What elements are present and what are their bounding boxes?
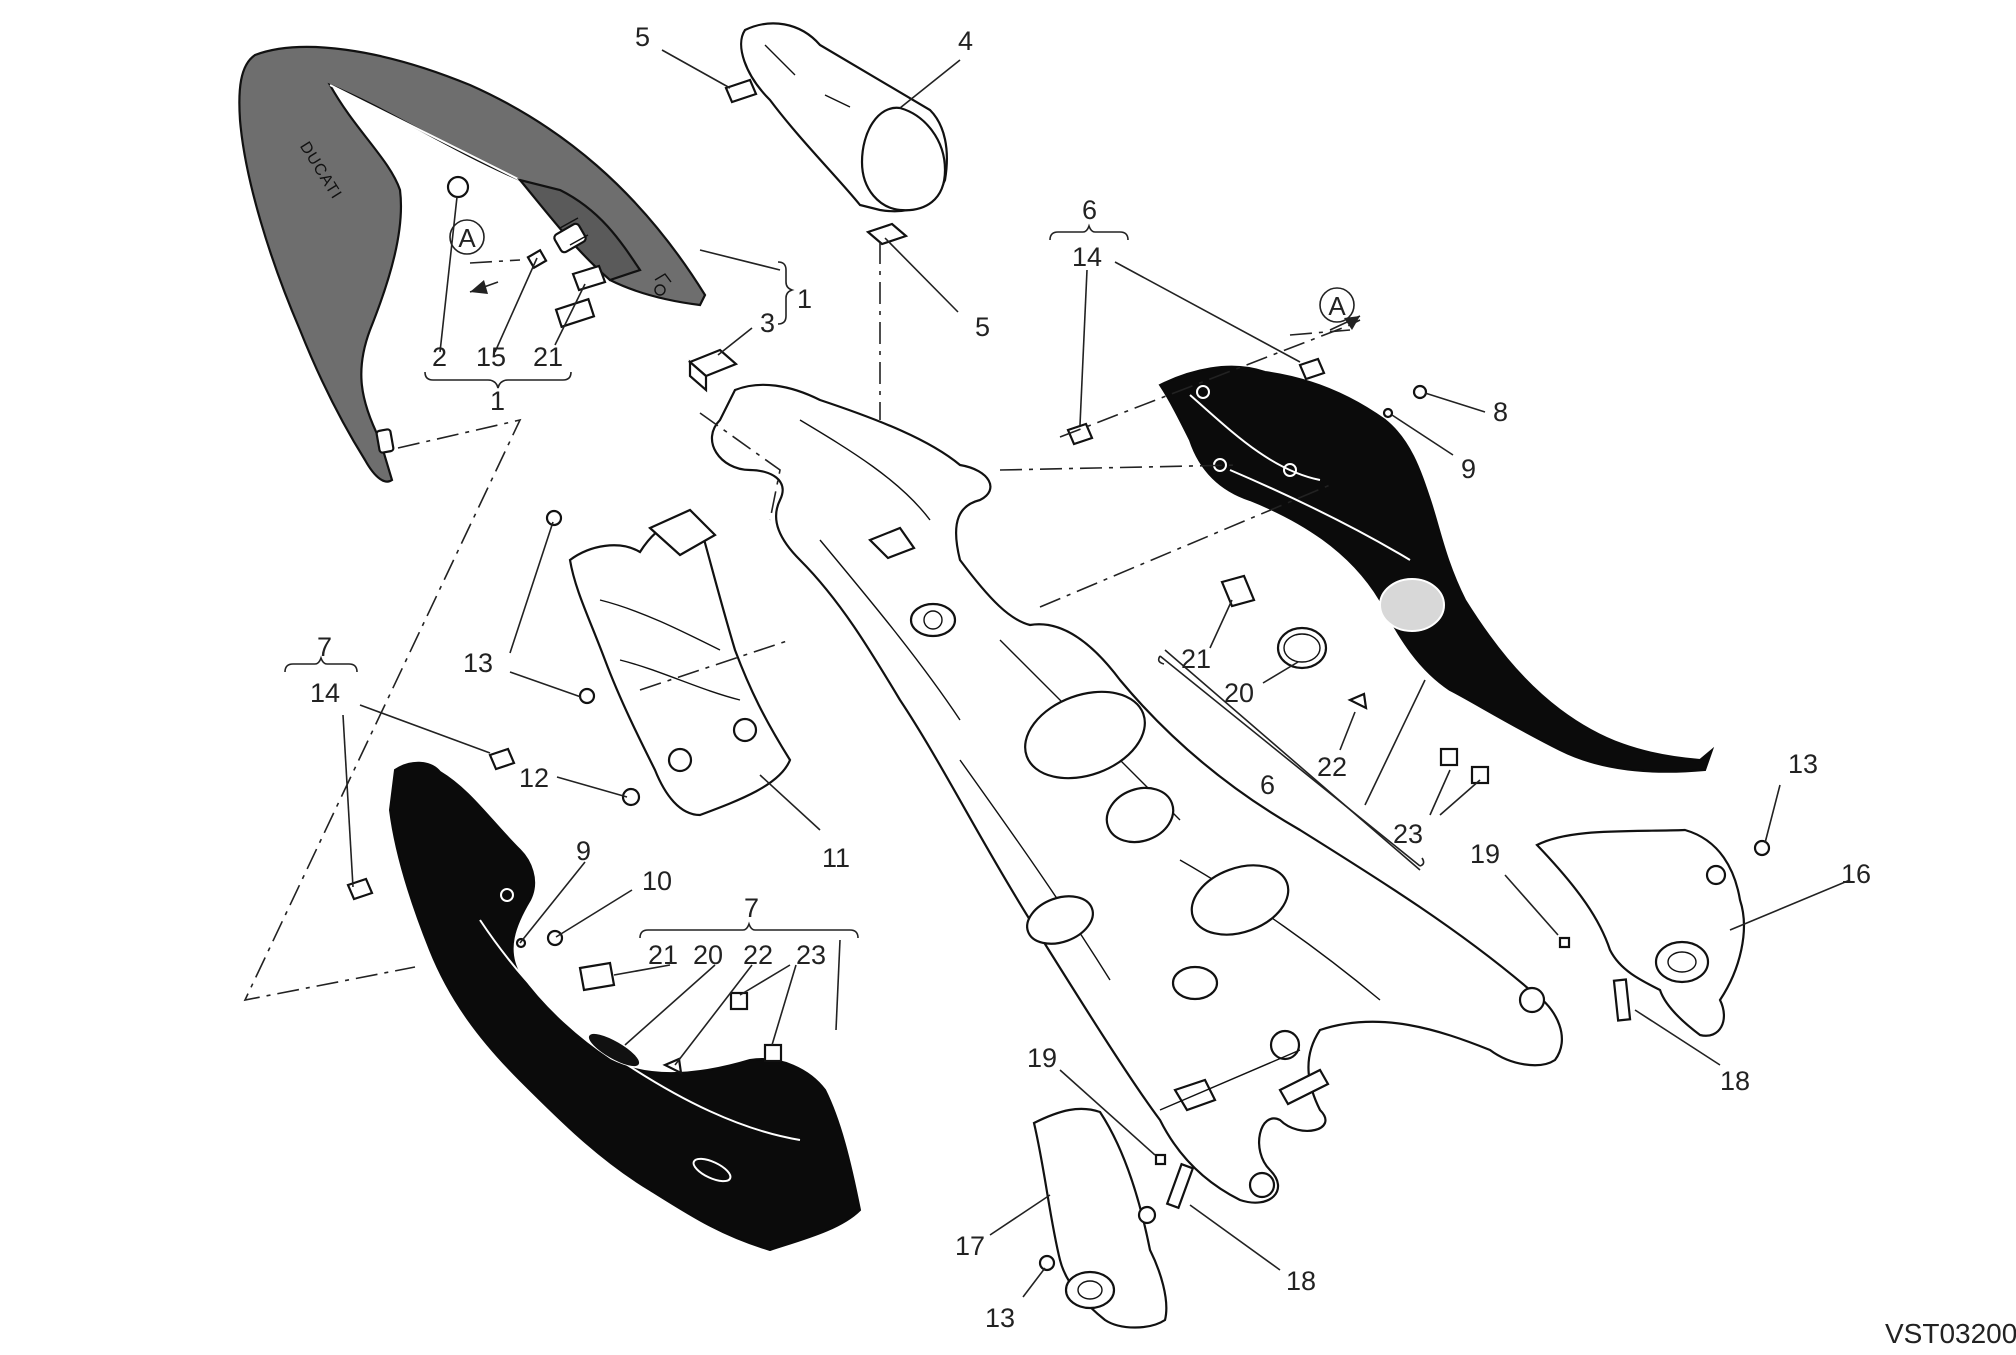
view-marker-a-right: A xyxy=(1319,287,1355,323)
callout-22-right: 22 xyxy=(1317,752,1347,782)
callout-13-b: 13 xyxy=(1788,749,1818,779)
callout-7-left: 7 xyxy=(317,632,332,662)
callout-22-low: 22 xyxy=(743,940,773,970)
callout-5-mid: 5 xyxy=(975,312,990,342)
callout-23-low: 23 xyxy=(796,940,826,970)
callout-8: 8 xyxy=(1493,397,1508,427)
callout-labels: 5 4 5 3 1 2 15 21 1 6 14 8 9 21 20 22 6 … xyxy=(310,22,1871,1333)
callout-10: 10 xyxy=(642,866,672,896)
callout-6-top: 6 xyxy=(1082,195,1097,225)
callout-19-low: 19 xyxy=(1027,1043,1057,1073)
arrows xyxy=(469,280,1361,331)
svg-text:A: A xyxy=(458,223,476,253)
callout-9-left: 9 xyxy=(576,836,591,866)
view-marker-a-left: A xyxy=(449,219,485,255)
callout-13-c: 13 xyxy=(985,1303,1015,1333)
callout-17: 17 xyxy=(955,1231,985,1261)
splash-guard-part xyxy=(568,508,792,817)
assembly-lines xyxy=(243,242,1361,1002)
callout-23-right: 23 xyxy=(1393,819,1423,849)
callout-20-low: 20 xyxy=(693,940,723,970)
callout-4: 4 xyxy=(958,26,973,56)
callout-2: 2 xyxy=(432,342,447,372)
callout-15: 15 xyxy=(476,342,506,372)
seat-pad-part xyxy=(724,22,948,246)
callout-20-right: 20 xyxy=(1224,678,1254,708)
callout-11: 11 xyxy=(822,843,850,873)
leader-lines xyxy=(342,49,1851,1298)
bottom-bracket-part xyxy=(1032,1107,1195,1329)
callout-19-right: 19 xyxy=(1470,839,1500,869)
left-side-panel-part xyxy=(388,761,862,1252)
right-side-panel-part xyxy=(1158,365,1715,773)
callout-5-top: 5 xyxy=(635,22,650,52)
callout-13-a: 13 xyxy=(463,648,493,678)
callout-3: 3 xyxy=(760,308,775,338)
callout-1-group: 1 xyxy=(490,386,505,416)
diagram-code: VST03200 xyxy=(1885,1318,2016,1349)
right-bracket-part xyxy=(1535,828,1746,1037)
svg-text:A: A xyxy=(1328,291,1346,321)
bracket-part xyxy=(687,348,739,393)
callout-7-low: 7 xyxy=(744,893,759,923)
small-parts xyxy=(346,264,1771,1272)
callout-18-low: 18 xyxy=(1286,1266,1316,1296)
callout-21-top: 21 xyxy=(533,342,563,372)
callout-18-right: 18 xyxy=(1720,1066,1750,1096)
callout-14-right: 14 xyxy=(1072,242,1102,272)
callout-6-low: 6 xyxy=(1260,770,1275,800)
callout-21-low: 21 xyxy=(648,940,678,970)
callout-14-left: 14 xyxy=(310,678,340,708)
group-brackets xyxy=(284,223,1425,939)
subframe-part xyxy=(710,383,1563,1204)
seat-cowl-part: DUCATI xyxy=(238,45,707,483)
cowl-fasteners xyxy=(526,217,596,329)
callout-16: 16 xyxy=(1841,859,1871,889)
callout-9-right: 9 xyxy=(1461,454,1476,484)
callout-1-brace: 1 xyxy=(797,284,812,314)
callout-12: 12 xyxy=(519,763,549,793)
callout-21-right: 21 xyxy=(1181,644,1211,674)
